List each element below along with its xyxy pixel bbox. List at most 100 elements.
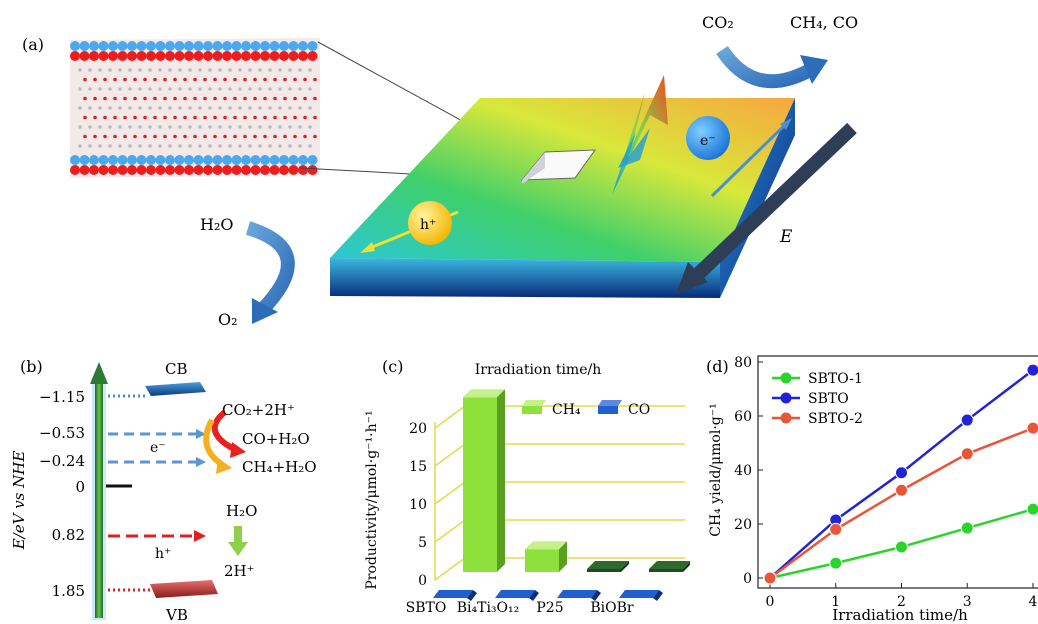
level-tick: 0.82: [52, 526, 85, 544]
bar-co: [557, 590, 597, 598]
oxygen-label: O₂: [218, 310, 238, 329]
data-point: [895, 466, 908, 480]
legend-label-ch4: CH₄: [552, 402, 581, 418]
panel-d-line-chart: (d) CH₄ yield/μmol·g⁻¹ Irradiation time/…: [706, 355, 1038, 624]
vb-label: VB: [165, 606, 188, 624]
legend-label: SBTO-1: [808, 371, 863, 387]
bar-co: [433, 590, 473, 598]
y-tick-label: 80: [734, 355, 752, 371]
data-point: [1026, 421, 1038, 435]
bar-ch4: [587, 569, 621, 572]
valence-band-plate: [150, 580, 218, 598]
bar-ch4-top: [649, 561, 690, 569]
data-point: [1026, 363, 1038, 377]
chart-c-title: Irradiation time/h: [475, 362, 601, 378]
panel-a-label: (a): [22, 35, 44, 54]
water-label: H₂O: [200, 215, 233, 234]
x-tick-label: BiOBr: [590, 600, 634, 616]
level-tick: −0.24: [39, 452, 85, 470]
bar-ch4: [525, 549, 559, 572]
bar-ch4-side: [497, 389, 505, 572]
reaction-product-ch4: CH₄+H₂O: [242, 458, 317, 476]
level-tick: 1.85: [52, 582, 85, 600]
y-tick-label: 10: [409, 497, 427, 513]
legend-swatch-ch4: [522, 400, 546, 406]
bar-co-side: [529, 590, 539, 601]
cb-label: CB: [165, 360, 188, 378]
hole-ball-icon: [408, 201, 452, 245]
panel-c-label: (c): [382, 357, 403, 376]
reaction-product-co: CO+H₂O: [242, 430, 310, 448]
electron-label: e⁻: [150, 440, 166, 456]
y-tick-label: 20: [409, 421, 427, 437]
legend-label: SBTO-2: [808, 411, 863, 427]
level-tick: −1.15: [39, 388, 85, 406]
grid-line-diag: [434, 405, 466, 429]
series-line: [769, 426, 1034, 580]
bar-co: [495, 590, 535, 598]
energy-axis-arrowhead: [90, 362, 108, 384]
products-label: CH₄, CO: [790, 13, 858, 32]
reaction-arrow-red: [211, 409, 238, 453]
data-point: [895, 540, 908, 554]
data-point: [895, 483, 908, 497]
water-label: H₂O: [226, 502, 257, 520]
data-point: [960, 413, 974, 427]
x-tick-label: SBTO: [406, 600, 447, 616]
crystal-structure-image: [70, 38, 320, 178]
panel-a-illustration: (a) CO₂ CH₄, CO e⁻ h⁺ H₂O O₂ E: [22, 13, 858, 329]
electron-label: e⁻: [700, 133, 716, 149]
panel-b-label: (b): [20, 357, 43, 376]
grid-line-diag: [434, 557, 466, 581]
grid-line-diag: [434, 481, 466, 505]
bar-ch4-top: [463, 389, 505, 398]
panel-c-bar-chart: (c) Irradiation time/h Productivity/μmol…: [364, 357, 690, 616]
data-point: [960, 447, 974, 461]
chart-c-ylabel: Productivity/μmol·g⁻¹·h⁻¹: [364, 410, 380, 589]
y-tick-label: 0: [743, 571, 752, 587]
protons-label: 2H⁺: [224, 562, 255, 580]
data-point: [960, 521, 974, 535]
level-tick: 0: [75, 478, 85, 496]
data-point: [829, 522, 843, 536]
legend-marker: [780, 392, 792, 404]
x-tick-label: 1: [831, 594, 840, 610]
x-tick-label: P25: [536, 600, 563, 616]
electron-arrow: [710, 120, 790, 198]
legend-swatch-ch4-front: [522, 406, 542, 414]
bar-co-side: [591, 590, 601, 601]
x-tick-label: 4: [1029, 594, 1038, 610]
field-label: E: [779, 227, 793, 247]
hole-label: h⁺: [420, 217, 436, 233]
field-arrow: [687, 122, 857, 286]
y-tick-label: 60: [734, 409, 752, 425]
panel-b-ylabel: E/eV vs NHE: [10, 451, 28, 551]
bar-co: [619, 590, 659, 598]
light-bolt-small-icon: [618, 128, 650, 168]
panel-d-label: (d): [706, 357, 729, 376]
legend-marker: [780, 372, 792, 384]
bar-ch4-side: [683, 562, 690, 572]
chart-d-xlabel: Irradiation time/h: [832, 606, 968, 624]
bar-ch4-side: [559, 541, 567, 572]
co2-label: CO₂: [702, 13, 734, 32]
y-tick-label: 5: [418, 535, 427, 551]
energy-axis-bar: [95, 382, 103, 618]
co2-curved-arrow: [716, 45, 814, 89]
conduction-band-plate: [145, 382, 206, 396]
bar-ch4: [463, 397, 497, 572]
x-tick-label: 0: [766, 594, 775, 610]
grid-line-diag: [434, 519, 466, 543]
bar-ch4-top: [587, 561, 629, 569]
legend-marker: [780, 412, 792, 424]
bar-co-side: [653, 590, 663, 601]
bar-ch4-side: [621, 561, 629, 572]
y-tick-label: 20: [734, 517, 752, 533]
bar-ch4-top: [525, 541, 567, 550]
reaction-reactants: CO₂+2H⁺: [222, 401, 295, 419]
legend-label: SBTO: [808, 391, 849, 407]
chart-d-ylabel: CH₄ yield/μmol·g⁻¹: [708, 403, 724, 537]
legend-swatch-co: [598, 400, 622, 406]
x-tick-label: 3: [963, 594, 972, 610]
grid-line-diag: [434, 443, 466, 467]
